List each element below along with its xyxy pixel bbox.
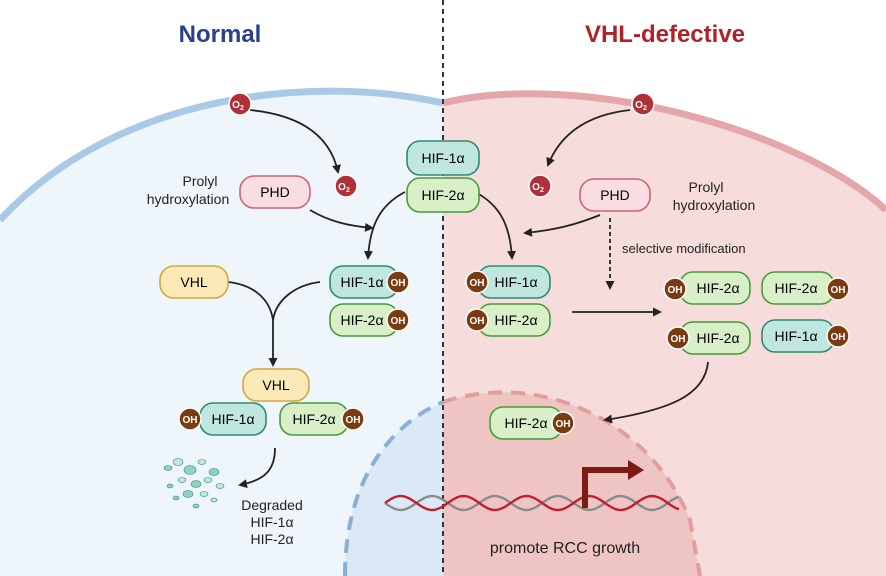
svg-text:VHL: VHL [180, 274, 207, 290]
svg-text:HIF-2α: HIF-2α [504, 415, 547, 431]
svg-text:HIF-2α: HIF-2α [292, 411, 335, 427]
phd-protein-right: PHD [579, 178, 651, 212]
svg-text:O2: O2 [338, 182, 350, 194]
protein-fragment [208, 468, 220, 476]
svg-text:OH: OH [391, 278, 406, 289]
protein-fragment [199, 491, 209, 497]
protein-fragment [163, 465, 173, 471]
protein-fragment [177, 477, 187, 483]
svg-text:OH: OH [831, 285, 846, 296]
svg-text:HIF-1α: HIF-1α [421, 150, 464, 166]
transcription-arrow-head [628, 460, 644, 480]
cell-background [0, 87, 886, 576]
protein-fragment [197, 459, 207, 465]
svg-text:OH: OH [470, 278, 485, 289]
vhl-complex: VHL HIF-1α OH HIF-2α OH [178, 368, 365, 436]
protein-fragment [172, 495, 180, 501]
defective-title: VHL-defective [585, 21, 745, 48]
svg-text:HIF-2α: HIF-2α [774, 280, 817, 296]
hif1a-modified: HIF-1α OH [761, 319, 850, 353]
svg-text:O2: O2 [232, 100, 244, 112]
hif2a-hydroxylated-left: HIF-2α OH [329, 303, 410, 337]
o2-molecule: O2 [334, 174, 358, 198]
svg-text:OH: OH [183, 415, 198, 426]
hif1a-top: HIF-1α [406, 140, 480, 176]
svg-text:HIF-2α: HIF-2α [421, 187, 464, 203]
transcription-start-arrow [582, 467, 632, 508]
hif2a-modified-1: HIF-2α OH [663, 271, 751, 305]
protein-fragment [215, 483, 225, 489]
protein-fragment [210, 497, 218, 503]
o2-molecule: O2 [528, 174, 552, 198]
o2-molecule: O2 [228, 92, 252, 116]
protein-fragment [190, 480, 202, 488]
svg-text:OH: OH [470, 316, 485, 327]
phd-protein-left: PHD [239, 175, 311, 209]
svg-text:VHL: VHL [262, 377, 289, 393]
pathway-arrows [227, 109, 709, 489]
o2-entry-arrow-right [546, 109, 631, 167]
protein-fragment [172, 458, 184, 466]
hif2a-modified-2: HIF-2α OH [666, 321, 751, 355]
svg-text:OH: OH [346, 415, 361, 426]
promote-rcc-label: promote RCC growth [490, 540, 640, 557]
phd-arrow-left [309, 209, 374, 232]
hif1a-hydroxylated-left: HIF-1α OH [329, 265, 410, 299]
svg-text:PHD: PHD [260, 184, 290, 200]
protein-fragment [183, 465, 197, 475]
hif2a-nuclear: HIF-2α OH [489, 406, 575, 440]
svg-text:HIF-1α: HIF-1α [774, 328, 817, 344]
protein-fragment [192, 503, 200, 509]
svg-text:OH: OH [391, 316, 406, 327]
svg-text:O2: O2 [532, 182, 544, 194]
vhl-protein: VHL [159, 265, 229, 299]
svg-text:HIF-1α: HIF-1α [340, 274, 383, 290]
dna-helix [384, 460, 680, 512]
hydroxylation-arrow-right [474, 191, 517, 260]
svg-text:HIF-2α: HIF-2α [696, 330, 739, 346]
o2-entry-arrow-left [249, 109, 341, 174]
svg-text:PHD: PHD [600, 187, 630, 203]
hif2a-top: HIF-2α [406, 177, 480, 213]
hif2a-modified-3: HIF-2α OH [761, 271, 850, 305]
protein-fragment [182, 490, 194, 498]
svg-text:HIF-2α: HIF-2α [340, 312, 383, 328]
degradation-arrow [238, 447, 276, 489]
protein-fragment [203, 477, 213, 483]
hif2a-translocation-arrow [603, 361, 709, 424]
svg-text:HIF-2α: HIF-2α [494, 312, 537, 328]
svg-text:OH: OH [556, 419, 571, 430]
protein-fragment [166, 483, 174, 489]
svg-text:HIF-1α: HIF-1α [494, 274, 537, 290]
phd-arrow-right [523, 214, 601, 237]
svg-text:O2: O2 [635, 100, 647, 112]
hif2a-hydroxylated-right: HIF-2α OH [465, 303, 551, 337]
svg-text:OH: OH [831, 332, 846, 343]
svg-text:HIF-2α: HIF-2α [696, 280, 739, 296]
svg-text:OH: OH [671, 334, 686, 345]
degraded-fragments [163, 458, 225, 509]
o2-molecule: O2 [631, 92, 655, 116]
selective-modification-label: selective modification [622, 241, 746, 256]
normal-title: Normal [179, 21, 262, 48]
hif1a-hydroxylated-right: HIF-1α OH [465, 265, 551, 299]
hydroxylation-arrow-left [363, 191, 406, 260]
svg-text:HIF-1α: HIF-1α [211, 411, 254, 427]
svg-text:OH: OH [668, 285, 683, 296]
